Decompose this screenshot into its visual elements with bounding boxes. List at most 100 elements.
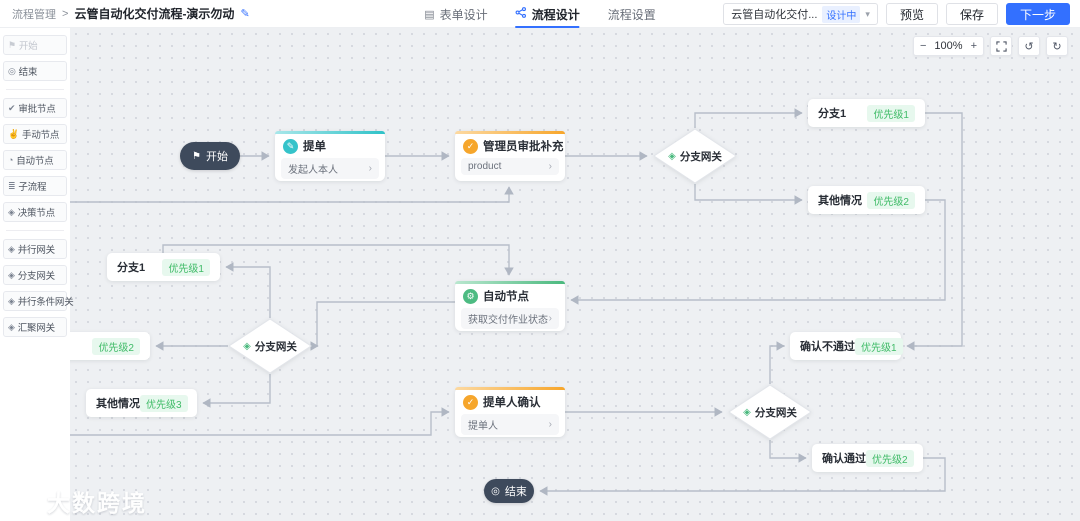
palette-item-subflow[interactable]: ≣ 子流程	[3, 176, 67, 196]
node-label: 开始	[205, 151, 228, 163]
edge-gateway-b-reject	[769, 341, 785, 384]
next-step-button[interactable]: 下一步	[1005, 3, 1070, 25]
zoom-out-button[interactable]: −	[919, 40, 927, 52]
approval-seal-icon: ✓	[463, 138, 478, 154]
edit-title-icon[interactable]: ✎	[240, 8, 250, 20]
palette-label: 汇聚网关	[17, 323, 55, 334]
node-confirm-reject[interactable]: 确认不通过 优先级1	[790, 332, 903, 360]
breadcrumb-separator: >	[62, 7, 69, 20]
condition-title: 确认不通过	[800, 341, 855, 353]
flow-canvas[interactable]: − 100% + ↺ ↻ ⚑ 开始 ✎ 提单 发起人本人 ›	[70, 28, 1080, 521]
node-assignee[interactable]: product ›	[461, 158, 559, 175]
condition-title: 分支1	[818, 108, 847, 120]
palette-item-end[interactable]: ◎ 结束	[3, 61, 67, 81]
edge-gateway-a-branch1	[694, 108, 803, 128]
assignee-label: 发起人本人	[288, 165, 338, 176]
node-assignee[interactable]: 发起人本人 ›	[281, 158, 379, 179]
node-title: 自动节点	[483, 291, 529, 303]
palette-item-branch-gateway[interactable]: ◈ 分支网关	[3, 265, 67, 285]
palette-item-approval-node[interactable]: ✔ 审批节点	[3, 98, 67, 118]
edge-branch1-loop	[906, 112, 963, 351]
edge-gateway-b-pass	[769, 440, 807, 463]
node-other-bottom[interactable]: 其他情况 优先级3	[86, 389, 197, 417]
condition-title: 其他情况	[96, 398, 140, 410]
node-assignee[interactable]: 提单人 ›	[461, 414, 559, 435]
diamond-icon: ◈	[8, 321, 15, 332]
status-badge: 设计中	[822, 5, 861, 23]
flag-icon: ⚑	[192, 150, 201, 162]
node-gateway-b[interactable]: ◈ 分支网关	[728, 384, 812, 440]
fit-screen-button[interactable]	[990, 36, 1012, 56]
edge-loopback-confirm	[70, 407, 450, 436]
tab-flow-settings[interactable]: 流程设置	[608, 0, 656, 28]
priority-badge: 优先级1	[855, 337, 903, 355]
palette-item-join-gateway[interactable]: ◈ 汇聚网关	[3, 317, 67, 337]
palette-label: 开始	[18, 41, 38, 52]
node-title: 提单	[303, 141, 326, 153]
edge-other-auto	[570, 199, 946, 305]
node-start[interactable]: ⚑ 开始	[180, 142, 240, 170]
node-gateway-a[interactable]: ◈ 分支网关	[653, 128, 737, 184]
node-action[interactable]: 获取交付作业状态 ›	[461, 308, 559, 329]
palette-item-decision-node[interactable]: ◈ 决策节点	[3, 202, 67, 222]
palette-label: 结束	[18, 67, 38, 78]
palette-label: 决策节点	[17, 208, 55, 219]
redo-button[interactable]: ↻	[1046, 36, 1068, 56]
node-submit[interactable]: ✎ 提单 发起人本人 ›	[275, 131, 385, 181]
node-gateway-left[interactable]: ◈ 分支网关	[228, 318, 312, 374]
node-cut-left[interactable]: 优先级2	[70, 332, 150, 360]
assignee-label: product	[468, 161, 502, 172]
palette-item-manual-node[interactable]: ✌ 手动节点	[3, 124, 67, 144]
page-title: 云管自动化交付流程-演示勿动	[74, 7, 235, 21]
zoom-control: − 100% +	[912, 36, 984, 56]
fullscreen-icon	[995, 40, 1007, 52]
target-icon: ◎	[491, 485, 500, 497]
clock-icon: ◔	[8, 155, 14, 165]
chevron-right-icon: ›	[548, 313, 552, 324]
palette-item-parallel-gateway[interactable]: ◈ 并行网关	[3, 239, 67, 259]
edge-gateway-left-branch1	[225, 262, 271, 318]
palette-item-auto-node[interactable]: ◔ 自动节点	[3, 150, 67, 170]
tab-flow-design[interactable]: 流程设计	[515, 0, 580, 28]
palette-item-parallel-condition-gateway[interactable]: ◈ 并行条件网关	[3, 291, 74, 311]
flag-icon: ⚑	[8, 39, 16, 50]
palette-label: 审批节点	[18, 104, 56, 115]
node-label: 分支网关	[754, 406, 797, 419]
undo-button[interactable]: ↺	[1018, 36, 1040, 56]
node-confirm-pass[interactable]: 确认通过 优先级2	[812, 444, 923, 472]
node-other-right[interactable]: 其他情况 优先级2	[808, 186, 925, 214]
palette-label: 并行网关	[17, 245, 55, 256]
node-submitter-confirm[interactable]: ✓ 提单人确认 提单人 ›	[455, 387, 565, 437]
version-select[interactable]: 云管自动化交付... 设计中 ▾	[723, 3, 878, 25]
diamond-icon: ◈	[8, 295, 15, 306]
node-auto[interactable]: ⚙ 自动节点 获取交付作业状态 ›	[455, 281, 565, 331]
diamond-icon: ◈	[8, 243, 15, 254]
tab-label: 表单设计	[439, 7, 488, 22]
tab-form-design[interactable]: ▤ 表单设计	[424, 0, 487, 28]
node-branch1-left[interactable]: 分支1 优先级1	[107, 253, 220, 281]
diamond-icon: ◈	[8, 206, 15, 217]
priority-badge: 优先级2	[867, 191, 915, 209]
node-branch1-top[interactable]: 分支1 优先级1	[808, 99, 925, 127]
node-admin-approval[interactable]: ✓ 管理员审批补充 product ›	[455, 131, 565, 181]
canvas-toolbar: − 100% + ↺ ↻	[912, 36, 1068, 56]
save-button[interactable]: 保存	[945, 3, 998, 25]
edge-auto-gateway-left	[310, 301, 455, 351]
diamond-icon: ◈	[8, 269, 15, 280]
palette-label: 自动节点	[16, 156, 54, 167]
top-bar: 流程管理 > 云管自动化交付流程-演示勿动 ✎ ▤ 表单设计 流程设计 流程设置…	[0, 0, 1080, 28]
tab-label: 流程设计	[531, 7, 580, 22]
node-label: 结束	[504, 486, 527, 498]
gateway-diamond-icon: ◈	[743, 406, 751, 418]
palette-divider	[6, 89, 64, 90]
palette-item-start: ⚑ 开始	[3, 35, 67, 55]
chevron-right-icon: ›	[548, 161, 552, 172]
gateway-diamond-icon: ◈	[668, 150, 676, 162]
node-label: 分支网关	[254, 340, 297, 353]
breadcrumb-section[interactable]: 流程管理	[12, 8, 56, 21]
node-end[interactable]: ◎ 结束	[484, 479, 534, 503]
edge-pass-end	[539, 457, 946, 496]
preview-button[interactable]: 预览	[885, 3, 938, 25]
undo-icon: ↺	[1024, 40, 1034, 53]
zoom-in-button[interactable]: +	[970, 40, 977, 52]
